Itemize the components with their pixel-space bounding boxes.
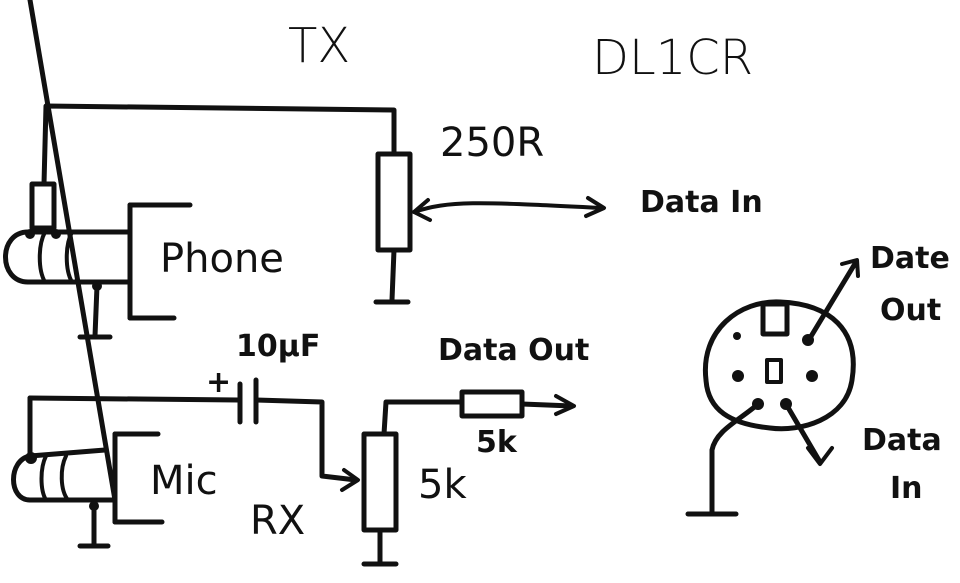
connector-in-label-line1: Data xyxy=(862,423,942,458)
connector-out-label-line1: Date xyxy=(870,241,950,276)
mini-din-connector xyxy=(702,299,856,432)
tx-top-wire xyxy=(41,103,397,187)
capacitor-value: 10µF xyxy=(236,329,320,364)
capacitor-polarity: + xyxy=(206,365,231,400)
resistor-5k-value: 5k xyxy=(476,425,518,460)
connector-in-label-line2: In xyxy=(890,471,923,506)
capacitor-10uf xyxy=(237,377,259,425)
ground-symbol-connector xyxy=(685,401,761,517)
title-callsign: DL1CR xyxy=(592,30,753,86)
ground-symbol-mic xyxy=(77,503,111,549)
connector-out-label-line2: Out xyxy=(880,293,941,328)
rx-cap-to-wiper-wire xyxy=(253,397,359,483)
connector-data-in-arrow xyxy=(783,401,834,466)
mic-jack-symbol xyxy=(11,0,165,525)
rx-wiper-arrowhead xyxy=(340,468,360,492)
potentiometer-250r xyxy=(373,151,413,305)
potentiometer-5k xyxy=(361,399,463,567)
rx-data-out-label: Data Out xyxy=(438,333,589,368)
rx-mic-wire xyxy=(27,395,241,403)
resistor-5k xyxy=(459,389,576,419)
connector-data-out-arrow xyxy=(807,258,860,341)
phone-jack-resistor xyxy=(29,181,57,231)
tx-data-in-label: Data In xyxy=(640,185,763,220)
pot-5k-value: 5k xyxy=(418,462,467,508)
pot-250r-value: 250R xyxy=(440,120,544,166)
tx-wiper-arrow xyxy=(412,196,606,222)
phone-label: Phone xyxy=(160,236,284,282)
title-tx: TX xyxy=(288,18,350,74)
mic-label: Mic xyxy=(150,458,218,504)
section-rx-label: RX xyxy=(250,498,305,544)
